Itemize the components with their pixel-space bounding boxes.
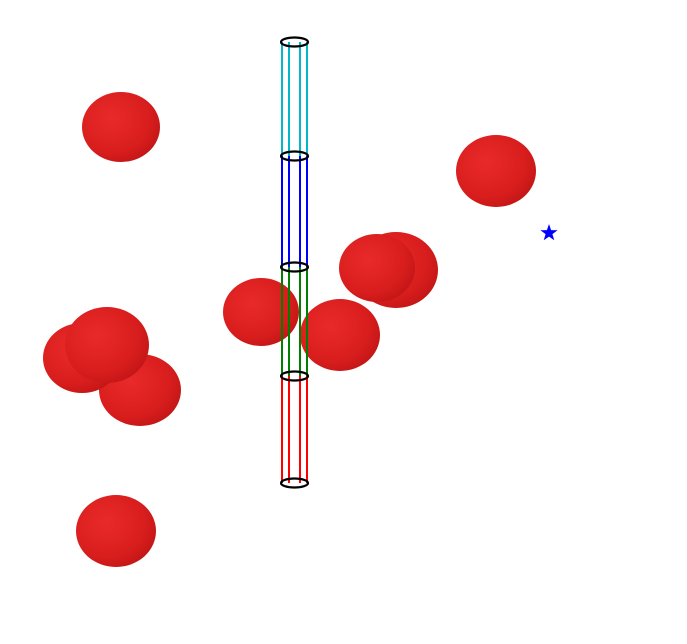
robot-arm[interactable]: [279, 36, 310, 489]
joint-ring: [279, 150, 310, 162]
joint-ring: [279, 36, 310, 48]
sphere-obstacle: [65, 307, 149, 383]
segment-upper-middle: [281, 156, 308, 267]
obstacle-spheres: [43, 92, 536, 567]
segment-top: [281, 42, 308, 156]
joint-rings: [279, 36, 310, 489]
sphere-obstacle: [300, 299, 380, 371]
segment-lower-middle: [281, 267, 308, 376]
sphere-obstacle: [223, 278, 299, 346]
sphere-obstacle: [339, 234, 415, 302]
joint-ring: [279, 370, 310, 382]
segment-bottom: [281, 376, 308, 483]
joint-ring: [279, 261, 310, 273]
sphere-obstacle: [82, 92, 160, 162]
star-icon: [540, 224, 558, 241]
sphere-obstacle: [456, 135, 536, 207]
sphere-obstacle: [76, 495, 156, 567]
joint-ring: [279, 477, 310, 489]
